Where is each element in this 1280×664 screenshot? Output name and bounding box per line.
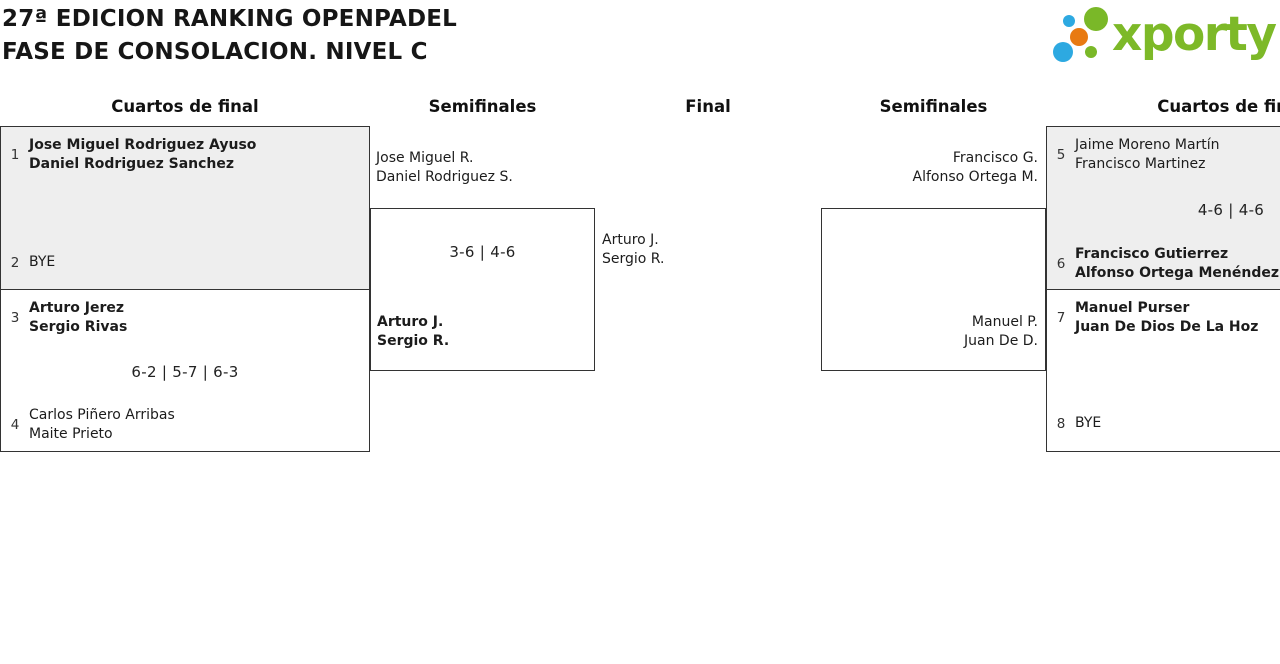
round-header-left-quarterfinals: Cuartos de final [111, 97, 259, 116]
player-name: BYE [29, 254, 56, 270]
player-name: Maite Prieto [29, 426, 113, 442]
player-name: Manuel P. [971, 314, 1038, 330]
player-name: Juan De D. [964, 333, 1038, 349]
match-box-right-qf-1[interactable]: 5 Jaime Moreno Martín Francisco Martinez… [1046, 126, 1280, 290]
player-name: Sergio R. [377, 333, 450, 349]
player-name: Alfonso Ortega M. [912, 169, 1038, 185]
player-name: Carlos Piñero Arribas [29, 407, 175, 423]
player-name: Jose Miguel Rodriguez Ayuso [29, 137, 257, 153]
player-name: Juan De Dios De La Hoz [1075, 319, 1259, 335]
player-name: Alfonso Ortega Menéndez [1075, 265, 1279, 281]
player-name: Francisco Martinez [1075, 156, 1206, 172]
player-name: Francisco G. [952, 150, 1038, 166]
match-score: 6-2 | 5-7 | 6-3 [131, 363, 239, 381]
match-box-right-sf[interactable]: Manuel P. Juan De D. [821, 208, 1046, 371]
player-name: Sergio Rivas [29, 319, 128, 335]
team-feeder: Jose Miguel R. Daniel Rodriguez S. [376, 149, 513, 187]
team-row: 6 Francisco Gutierrez Alfonso Ortega Men… [1054, 245, 1279, 283]
title-line-2: FASE DE CONSOLACION. NIVEL C [2, 39, 428, 65]
team-row: 7 Manuel Purser Juan De Dios De La Hoz [1054, 299, 1259, 337]
seed-number: 6 [1056, 256, 1066, 272]
team-row: Manuel P. Juan De D. [822, 313, 1038, 351]
match-box-left-qf-1[interactable]: 1 Jose Miguel Rodriguez Ayuso Daniel Rod… [0, 126, 370, 290]
player-name: Arturo J. [377, 314, 444, 330]
player-name: Manuel Purser [1075, 300, 1190, 316]
match-score: 3-6 | 4-6 [449, 243, 516, 261]
player-name: Arturo Jerez [29, 300, 125, 316]
logo-dot-icon [1063, 15, 1075, 27]
player-name: Daniel Rodriguez Sanchez [29, 156, 235, 172]
player-name: Daniel Rodriguez S. [376, 169, 513, 185]
seed-number: 8 [1056, 415, 1066, 432]
title-line-1: 27ª EDICION RANKING OPENPADEL [2, 6, 458, 32]
logo-dot-icon [1070, 28, 1088, 46]
page-title: 27ª EDICION RANKING OPENPADEL FASE DE CO… [2, 3, 457, 69]
xporty-logo[interactable]: xporty [1045, 0, 1280, 75]
player-name: Francisco Gutierrez [1075, 246, 1229, 262]
player-name: Jaime Moreno Martín [1075, 137, 1220, 153]
seed-number: 7 [1056, 310, 1066, 326]
match-box-left-sf[interactable]: 3-6 | 4-6 Arturo J. Sergio R. [370, 208, 595, 371]
logo-wordmark: xporty [1112, 7, 1277, 62]
team-row: Arturo J. Sergio R. [377, 313, 449, 351]
team-row: 2 BYE [8, 253, 56, 272]
team-row: 3 Arturo Jerez Sergio Rivas [8, 299, 128, 337]
team-row: 1 Jose Miguel Rodriguez Ayuso Daniel Rod… [8, 136, 257, 174]
player-name: Jose Miguel R. [376, 150, 474, 166]
round-header-left-semifinals: Semifinales [428, 97, 537, 116]
seed-number: 2 [10, 254, 20, 271]
seed-number: 4 [10, 417, 20, 433]
player-name: Arturo J. [602, 232, 659, 248]
logo-dot-icon [1053, 42, 1073, 62]
round-header-right-quarterfinals: Cuartos de final [1157, 97, 1280, 116]
logo-dot-icon [1085, 46, 1097, 58]
match-box-right-qf-2[interactable]: 7 Manuel Purser Juan De Dios De La Hoz 8… [1046, 289, 1280, 452]
player-name: BYE [1075, 415, 1102, 431]
seed-number: 1 [10, 147, 20, 163]
round-header-final: Final [685, 97, 731, 116]
match-score: 4-6 | 4-6 [1197, 201, 1265, 219]
seed-number: 3 [10, 310, 20, 326]
team-row: 8 BYE [1054, 414, 1102, 433]
round-header-right-semifinals: Semifinales [879, 97, 988, 116]
seed-number: 5 [1056, 147, 1066, 163]
match-box-left-qf-2[interactable]: 3 Arturo Jerez Sergio Rivas 6-2 | 5-7 | … [0, 289, 370, 452]
player-name: Sergio R. [602, 251, 665, 267]
logo-dot-icon [1084, 7, 1108, 31]
team-feeder: Arturo J. Sergio R. [602, 231, 664, 269]
team-row: 4 Carlos Piñero Arribas Maite Prieto [8, 406, 175, 444]
team-feeder: Francisco G. Alfonso Ortega M. [821, 149, 1038, 187]
team-row: 5 Jaime Moreno Martín Francisco Martinez [1054, 136, 1220, 174]
